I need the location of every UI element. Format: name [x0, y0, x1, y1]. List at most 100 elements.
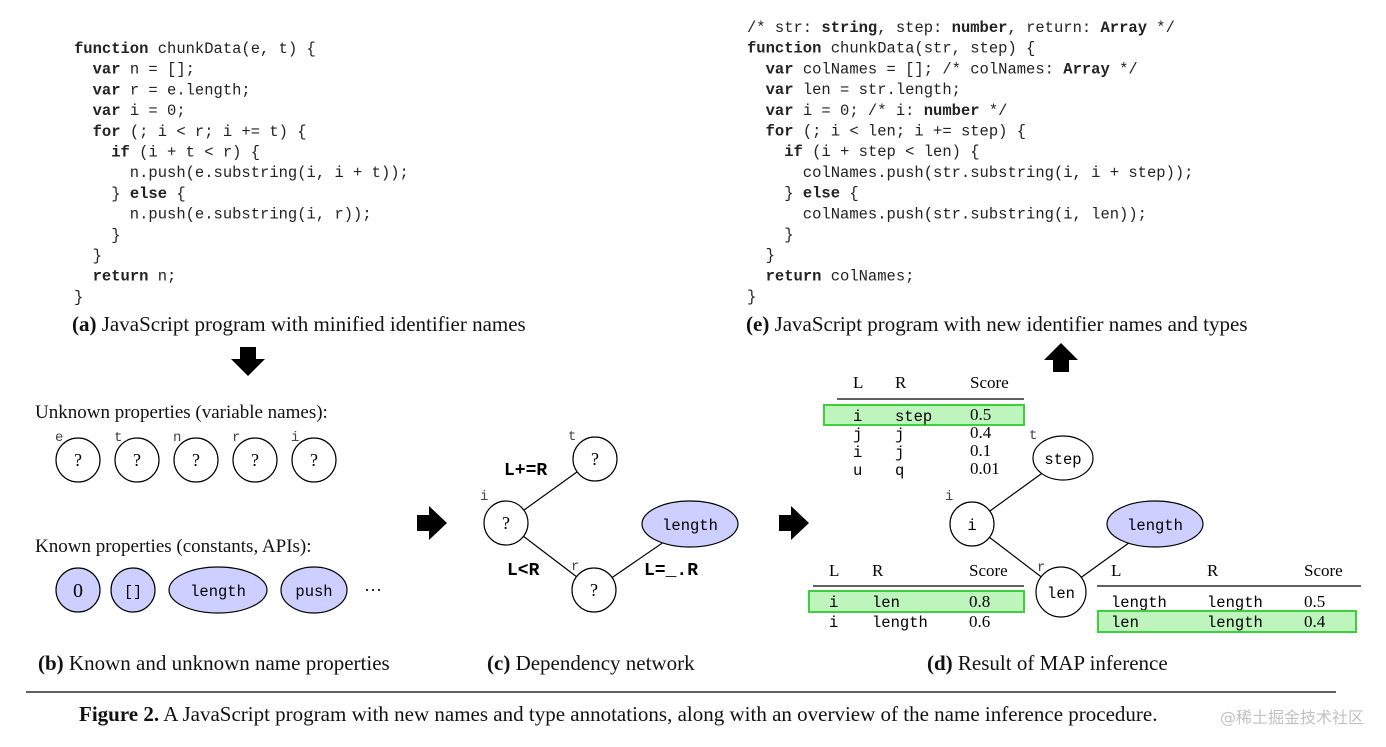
code-line: var len = str.length;	[747, 81, 961, 99]
unknown-node-n: n ?	[173, 430, 219, 483]
code-keyword: Array	[1063, 60, 1110, 78]
caption-a: (a) JavaScript program with minified ide…	[72, 312, 526, 336]
code-keyword: if	[784, 143, 803, 161]
code-text: }	[74, 185, 130, 203]
node-length-label: length	[662, 517, 718, 535]
up-arrow-icon	[1044, 343, 1078, 372]
node-label: ?	[310, 450, 318, 470]
table-header: L	[829, 561, 839, 580]
code-text: n;	[148, 268, 176, 286]
code-line: }	[74, 288, 83, 306]
code-keyword: var	[93, 61, 121, 79]
code-line: colNames.push(str.substring(i, i + step)…	[747, 164, 1193, 182]
code-keyword: return	[766, 267, 822, 285]
code-text: i = 0;	[121, 102, 186, 120]
known-node-push: push	[280, 566, 348, 614]
unknown-node-i: i ?	[291, 430, 337, 483]
table-header: Score	[969, 561, 1008, 580]
minified-code-block: function chunkData(e, t) { var n = []; v…	[74, 40, 409, 306]
table-header: L	[1111, 561, 1121, 580]
node-name-i: i	[480, 489, 488, 505]
code-text: colNames;	[821, 267, 914, 285]
code-text	[74, 123, 93, 141]
watermark: @稀土掘金技术社区	[1220, 708, 1364, 727]
node-label: push	[295, 583, 332, 601]
code-text: , return:	[1007, 19, 1100, 37]
code-line: }	[747, 288, 756, 306]
edge-label-less-than: L<R	[507, 561, 540, 581]
code-text: r = e.length;	[121, 81, 251, 99]
highlight-row	[1097, 610, 1357, 633]
table-cell: 0.5	[970, 405, 991, 424]
table-cell: length	[872, 614, 928, 632]
code-text: */	[980, 102, 1008, 120]
node-len	[1035, 566, 1087, 618]
node-name-n: n	[173, 430, 181, 446]
code-keyword: if	[111, 144, 130, 162]
node-name-t: t	[1029, 428, 1037, 444]
table-cell: i	[829, 614, 838, 632]
code-text: }	[747, 247, 775, 265]
code-line: var r = e.length;	[74, 81, 251, 99]
code-text: , step:	[877, 19, 951, 37]
code-text: (i + step < len) {	[803, 143, 980, 161]
code-text: chunkData(str, step) {	[821, 40, 1035, 58]
code-text	[74, 268, 93, 286]
table-header: L	[853, 373, 863, 392]
code-text: i = 0; /* i:	[794, 102, 924, 120]
code-line: } else {	[74, 185, 186, 203]
figure-caption: Figure 2. A JavaScript program with new …	[79, 702, 1157, 726]
code-text	[747, 102, 766, 120]
table-cell: 0.4	[970, 423, 992, 442]
node-label: 0	[73, 580, 83, 602]
node-name-r: r	[232, 430, 240, 446]
code-line: function chunkData(e, t) {	[74, 40, 316, 58]
panel-d: L R Score i step 0.5 j j 0.4 i j 0.1 u q…	[808, 373, 1361, 675]
node-name-i: i	[291, 430, 299, 446]
code-keyword: number	[952, 19, 1008, 37]
unknown-node-e: e ?	[55, 430, 101, 483]
code-line: function chunkData(str, step) {	[747, 40, 1035, 58]
code-text: }	[747, 226, 794, 244]
code-keyword: for	[93, 123, 121, 141]
code-text	[747, 267, 766, 285]
code-text: /* str:	[747, 19, 821, 37]
node-t-label: ?	[591, 449, 599, 469]
table-cell: j	[895, 426, 904, 444]
node-name-t: t	[114, 430, 122, 446]
code-line: }	[74, 226, 121, 244]
node-label: ?	[251, 450, 259, 470]
code-keyword: var	[766, 81, 794, 99]
code-text	[74, 144, 111, 162]
table-header: R	[895, 373, 907, 392]
code-text	[74, 61, 93, 79]
code-text: chunkData(e, t) {	[148, 40, 315, 58]
code-text: {	[167, 185, 186, 203]
code-keyword: else	[130, 185, 167, 203]
code-line: colNames.push(str.substring(i, len));	[747, 205, 1147, 223]
node-r	[571, 567, 617, 613]
code-text: }	[74, 288, 83, 306]
node-length	[1106, 500, 1204, 548]
code-text: (; i < len; i += step) {	[794, 123, 1027, 141]
code-keyword: Array	[1100, 19, 1147, 37]
code-text: len = str.length;	[794, 81, 961, 99]
unknown-node-r: r ?	[232, 430, 278, 483]
table-cell: 0.8	[969, 592, 990, 611]
code-keyword: var	[93, 81, 121, 99]
code-text: */	[1147, 19, 1175, 37]
code-keyword: var	[766, 102, 794, 120]
code-line: var n = [];	[74, 61, 195, 79]
code-keyword: function	[74, 40, 148, 58]
table-cell: step	[895, 408, 932, 426]
caption-e: (e) JavaScript program with new identifi…	[746, 312, 1248, 336]
node-length	[641, 500, 739, 548]
code-line: for (; i < len; i += step) {	[747, 123, 1026, 141]
code-line: if (i + t < r) {	[74, 144, 260, 162]
code-keyword: for	[766, 123, 794, 141]
table-cell: i	[853, 408, 862, 426]
code-text: n.push(e.substring(i, r));	[74, 206, 372, 224]
code-text: }	[74, 247, 102, 265]
table-cell: i	[829, 594, 838, 612]
code-line: var i = 0;	[74, 102, 186, 120]
